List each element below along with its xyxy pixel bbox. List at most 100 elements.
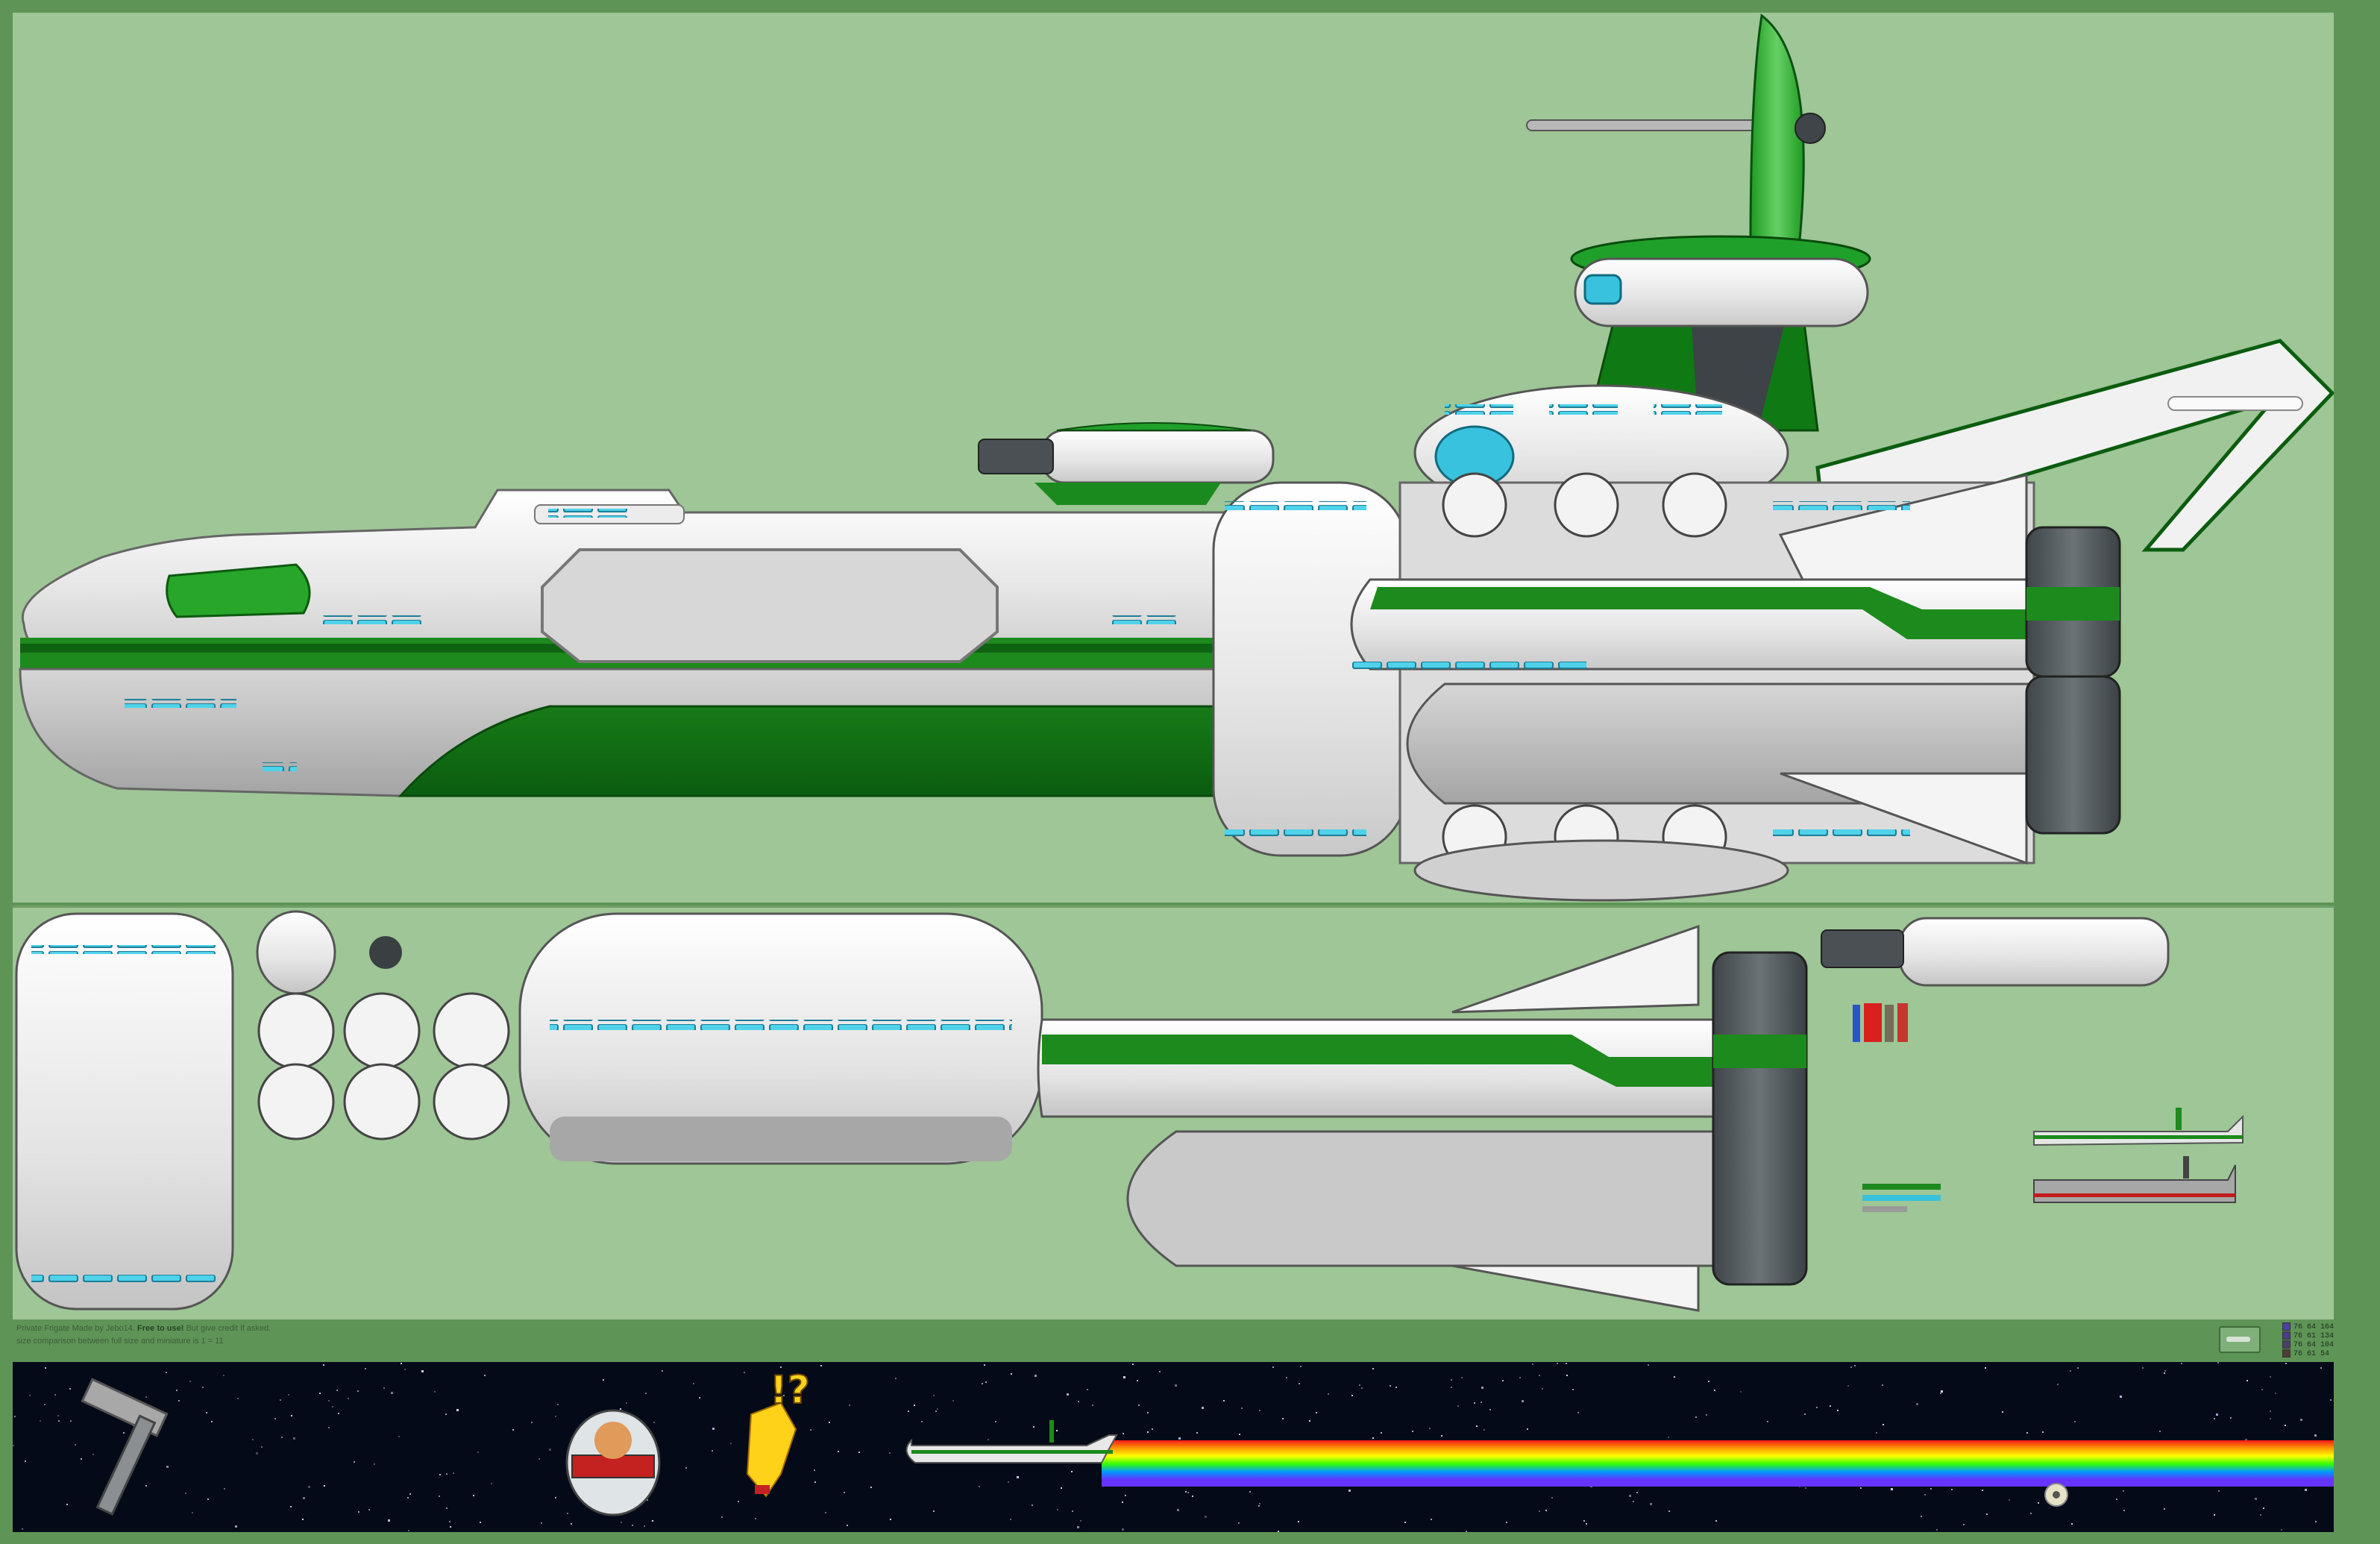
credit-suffix: But give credit if asked. (186, 1324, 271, 1333)
color-palette: 76 64 164 76 61 134 76 64 104 76 61 54 (2217, 1322, 2373, 1358)
star (2255, 1498, 2257, 1500)
star (176, 1390, 178, 1391)
star (1032, 1504, 1033, 1506)
hammer-icon (81, 1378, 169, 1516)
star (1481, 1387, 1483, 1389)
star (421, 1370, 424, 1372)
star (446, 1473, 448, 1475)
star (802, 1380, 803, 1381)
star (889, 1452, 891, 1454)
star (1011, 1373, 1012, 1375)
star (45, 1367, 46, 1369)
star (1272, 1366, 1274, 1368)
star (1178, 1437, 1181, 1440)
mini-frigate-icon (905, 1420, 1118, 1463)
star (291, 1415, 292, 1416)
star (1239, 1434, 1240, 1435)
star (166, 1466, 169, 1468)
star (571, 1523, 572, 1525)
star (1077, 1526, 1079, 1528)
star (1891, 1488, 1893, 1490)
star (1740, 1391, 1742, 1393)
star (2074, 1421, 2076, 1422)
star (58, 1420, 60, 1422)
star (449, 1521, 450, 1522)
star (1674, 1376, 1675, 1378)
star (1951, 1489, 1953, 1490)
star (1309, 1420, 1310, 1422)
star (439, 1496, 440, 1497)
star (895, 1378, 897, 1379)
star (647, 1499, 648, 1501)
star (1648, 1364, 1649, 1366)
star (1316, 1412, 1317, 1413)
part-rocket-lower (1126, 1130, 1737, 1267)
star (1348, 1490, 1351, 1492)
star (374, 1463, 375, 1465)
star (2042, 1431, 2044, 1433)
part-gun-pods (257, 992, 510, 1140)
star (2214, 1418, 2215, 1419)
star (1122, 1501, 1123, 1503)
star (1527, 1428, 1528, 1430)
star (224, 1488, 225, 1490)
star (1429, 1428, 1431, 1429)
part-dark-ball (369, 936, 402, 969)
credit-prefix: Private Frigate Made by Jebo14. (16, 1324, 135, 1333)
star (2285, 1363, 2287, 1364)
star (69, 1388, 71, 1390)
star (780, 1366, 782, 1368)
star (261, 1446, 263, 1448)
star (2320, 1367, 2322, 1369)
star (984, 1364, 985, 1366)
star (328, 1427, 330, 1428)
star (712, 1450, 713, 1452)
star (829, 1422, 830, 1423)
star (1860, 1487, 1862, 1489)
star (621, 1522, 622, 1523)
star (145, 1485, 147, 1487)
star (1241, 1408, 1243, 1409)
star (1474, 1402, 1475, 1404)
star (383, 1387, 385, 1389)
star (13, 1445, 14, 1446)
star (44, 1404, 45, 1405)
star (2214, 1514, 2215, 1516)
star (2071, 1523, 2073, 1525)
star (202, 1387, 204, 1388)
star (22, 1528, 23, 1530)
star (302, 1519, 304, 1520)
credits-strip: Private Frigate Made by Jebo14. Free to … (0, 1317, 2380, 1362)
star (1152, 1428, 1153, 1430)
star (1551, 1497, 1553, 1499)
star (1483, 1429, 1485, 1431)
star (652, 1520, 653, 1522)
star (81, 1458, 82, 1460)
star (456, 1409, 459, 1411)
star (2246, 1380, 2248, 1381)
palette-row: 76 64 104 (2282, 1340, 2334, 1349)
engine-nozzle-bottom (2025, 675, 2121, 835)
star (632, 1525, 633, 1526)
part-dome-ball (256, 910, 336, 995)
star (336, 1390, 338, 1391)
star (57, 1415, 59, 1416)
star (1982, 1490, 1983, 1491)
star (206, 1412, 207, 1413)
star (1577, 1412, 1579, 1413)
space-scene: !? (13, 1362, 2334, 1532)
star (2120, 1396, 2122, 1398)
star (1286, 1377, 1287, 1378)
star (1714, 1390, 1715, 1391)
palette-swatch (2282, 1331, 2290, 1340)
star (952, 1400, 954, 1402)
top-turret (1040, 429, 1275, 484)
space-scene-sprite: !? (13, 1362, 2334, 1532)
star (1650, 1503, 1652, 1505)
star (1138, 1405, 1140, 1406)
star (1830, 1405, 1831, 1407)
palette-swatch (2282, 1349, 2290, 1358)
star (985, 1381, 987, 1383)
star (2164, 1372, 2165, 1374)
star (1196, 1432, 1198, 1434)
